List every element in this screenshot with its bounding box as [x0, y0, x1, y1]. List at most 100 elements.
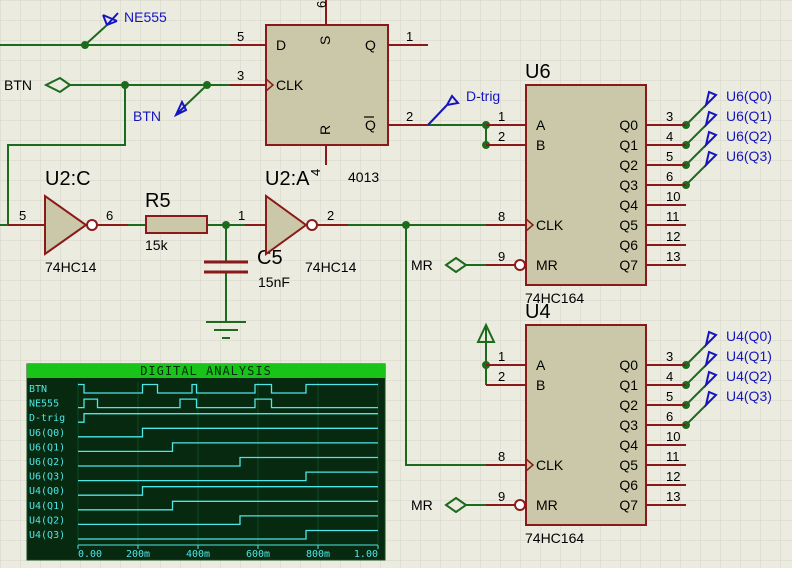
u4-output-label: Q5 — [619, 457, 638, 473]
probe-u4-arrows-icon — [704, 330, 718, 409]
analysis-trace-name: U4(Q3) — [29, 530, 65, 541]
u2c-ref-label: U2:C — [45, 168, 91, 190]
u4-output-label: Q7 — [619, 497, 638, 513]
probe-label-dtrig: D-trig — [466, 88, 500, 104]
u6-input-label: B — [536, 137, 545, 153]
probe-label-u6-q3: U6(Q3) — [726, 148, 772, 164]
u6-ref-label: U6 — [525, 61, 551, 83]
shift-register-u4[interactable]: A1B2CLK8MR9Q03Q14Q25Q36Q410Q511Q612Q713U… — [486, 301, 686, 546]
inverter-u2c[interactable]: U2:C 74HC14 5 6 — [8, 168, 128, 275]
u6-clock-marker-icon — [525, 218, 535, 232]
u6-output-label: Q7 — [619, 257, 638, 273]
u4-output-label: Q0 — [619, 357, 638, 373]
u4-output-label: Q6 — [619, 477, 638, 493]
probe-label-u6-q2: U6(Q2) — [726, 128, 772, 144]
u4-output-pin-number: 11 — [666, 449, 680, 464]
u4-body — [525, 324, 647, 526]
flipflop-4013[interactable]: D CLK Q Q S R 4013 5 3 1 2 6 4 — [230, 0, 428, 185]
probe-dtrig-icon — [427, 94, 460, 126]
analysis-trace-btn — [78, 383, 378, 394]
analysis-trace-name: BTN — [29, 384, 47, 395]
probe-label-u4-q2: U4(Q2) — [726, 368, 772, 384]
pin-label-q: Q — [365, 37, 376, 53]
mr-port-bottom-icon[interactable] — [444, 496, 468, 514]
u4-output-pin-number: 4 — [666, 369, 673, 384]
analysis-tick-label: 0.00 — [78, 549, 102, 560]
analysis-trace-name: U4(Q2) — [29, 515, 65, 526]
u6-input-label: A — [536, 117, 546, 133]
analysis-trace-name: U6(Q1) — [29, 442, 65, 453]
u6-output-label: Q2 — [619, 157, 638, 173]
analysis-header[interactable] — [27, 364, 385, 378]
u6-output-pin-number: 6 — [666, 169, 673, 184]
u6-output-label: Q5 — [619, 217, 638, 233]
u4-output-label: Q2 — [619, 397, 638, 413]
u6-output-pin-number: 4 — [666, 129, 673, 144]
u6-mr-bubble-icon — [514, 259, 526, 271]
u6-output-pin-number: 3 — [666, 109, 673, 124]
u6-input-pin-number: 1 — [498, 109, 505, 124]
mr-port-top-label: MR — [411, 257, 433, 273]
u4-ref-label: U4 — [525, 301, 551, 323]
analysis-trace-u4-q1- — [78, 500, 378, 511]
mr-port-bottom-label: MR — [411, 497, 433, 513]
u4-part-label: 74HC164 — [525, 530, 584, 546]
analysis-tick-label: 400m — [186, 549, 210, 560]
analysis-trace-name: U4(Q0) — [29, 486, 65, 497]
r5-value-label: 15k — [145, 237, 169, 253]
analysis-trace-u4-q2- — [78, 515, 378, 526]
u6-output-label: Q1 — [619, 137, 638, 153]
shift-register-u6[interactable]: A1B2CLK8MR9Q03Q14Q25Q36Q410Q511Q612Q713U… — [486, 61, 686, 306]
u6-input-pin-number: 9 — [498, 249, 505, 264]
probe-label-u6-q0: U6(Q0) — [726, 88, 772, 104]
u4-input-pin-number: 2 — [498, 369, 505, 384]
u6-input-label: MR — [536, 257, 558, 273]
analysis-tick-label: 1.00 — [354, 549, 378, 560]
c5-value-label: 15nF — [258, 274, 290, 290]
u6-output-label: Q4 — [619, 197, 638, 213]
inverter-u2a[interactable]: U2:A 74HC14 1 2 — [238, 168, 357, 275]
u2c-pin-in: 5 — [19, 208, 26, 223]
btn-port-label: BTN — [4, 77, 32, 93]
analysis-trace-u6-q0- — [78, 427, 378, 438]
u6-output-pin-number: 12 — [666, 229, 680, 244]
pin-number-q: 1 — [406, 29, 413, 44]
u2a-ref-label: U2:A — [265, 168, 310, 190]
probe-btn-icon — [173, 99, 188, 118]
u4-input-pin-number: 8 — [498, 449, 505, 464]
analysis-trace-name: U6(Q0) — [29, 428, 65, 439]
analysis-trace-d-trig — [78, 413, 378, 423]
btn-port-icon[interactable] — [43, 76, 72, 94]
u6-output-pin-number: 10 — [666, 189, 680, 204]
u4-output-pin-number: 5 — [666, 389, 673, 404]
analysis-trace-name: NE555 — [29, 399, 59, 410]
u4-input-label: MR — [536, 497, 558, 513]
resistor-r5[interactable]: R5 15k — [128, 190, 208, 253]
pin-number-qbar: 2 — [406, 109, 413, 124]
u2c-part-label: 74HC14 — [45, 259, 97, 275]
c5-ref-label: C5 — [257, 247, 283, 269]
capacitor-c5[interactable]: C5 15nF — [204, 247, 290, 290]
pin-label-r: R — [317, 125, 333, 135]
u2a-pin-in: 1 — [238, 208, 245, 223]
analysis-trace-u4-q3- — [78, 529, 378, 540]
ground-icon — [206, 321, 246, 339]
analysis-trace-name: D-trig — [29, 413, 65, 424]
u4-clock-marker-icon — [525, 458, 535, 472]
analysis-tick-label: 800m — [306, 549, 330, 560]
u6-input-pin-number: 2 — [498, 129, 505, 144]
u4-output-pin-number: 6 — [666, 409, 673, 424]
u4-output-pin-number: 13 — [666, 489, 680, 504]
u4-output-pin-number: 10 — [666, 429, 680, 444]
digital-analysis-panel[interactable]: DIGITAL ANALYSIS BTNNE555D-trigU6(Q0)U6(… — [26, 363, 386, 561]
mr-port-top-icon[interactable] — [444, 256, 468, 274]
u4-output-label: Q4 — [619, 437, 638, 453]
pin-number-s: 6 — [314, 1, 329, 8]
probe-u6-arrows-icon — [704, 90, 718, 169]
u4-output-pin-number: 12 — [666, 469, 680, 484]
probe-label-u4-q1: U4(Q1) — [726, 348, 772, 364]
analysis-tick-label: 200m — [126, 549, 150, 560]
analysis-trace-u6-q1- — [78, 442, 378, 453]
u4-input-label: CLK — [536, 457, 564, 473]
